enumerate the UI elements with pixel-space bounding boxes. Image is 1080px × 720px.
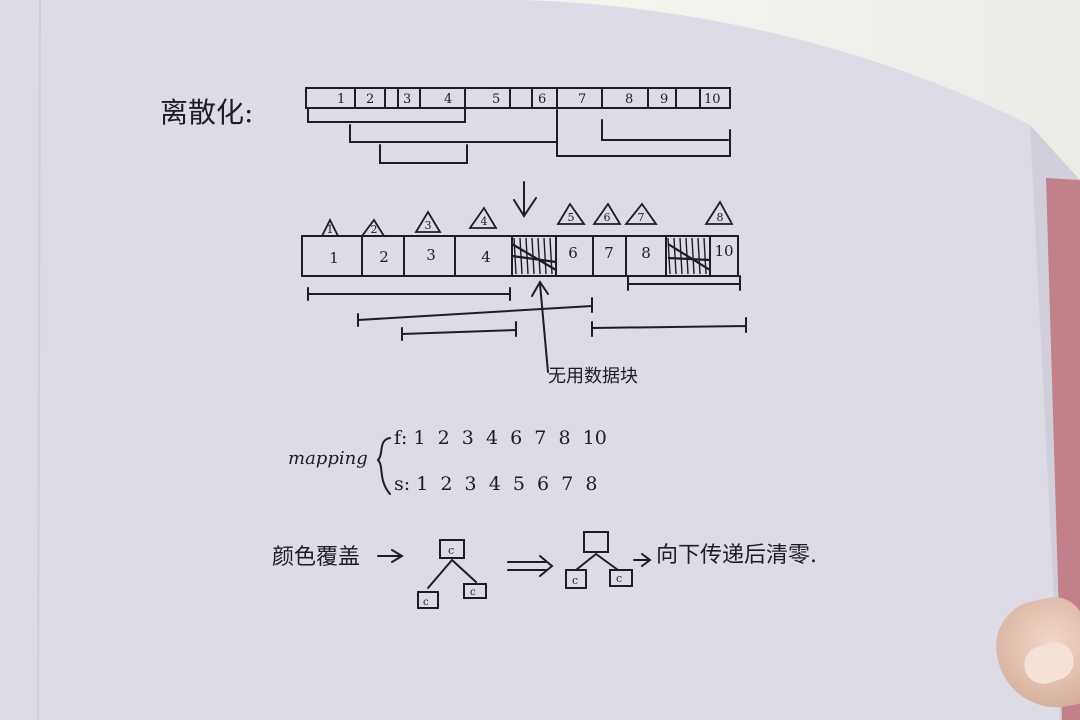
- top-cell: 9: [660, 92, 668, 107]
- top-cell: 2: [366, 92, 374, 107]
- top-cell: 8: [625, 92, 633, 107]
- triangle-label: 2: [371, 223, 378, 236]
- mid-cell: 3: [426, 246, 436, 264]
- mid-cell: 7: [604, 244, 614, 262]
- mid-cell: 8: [641, 244, 651, 262]
- top-cell: 1: [337, 92, 345, 107]
- triangle-label: 3: [425, 219, 432, 232]
- unused-block-label: 无用数据块: [548, 366, 638, 387]
- triangle-label: 8: [717, 211, 724, 224]
- triangle-label: 5: [568, 211, 575, 224]
- tree-node-letter: c: [470, 587, 476, 598]
- triangle-label: 6: [604, 211, 611, 224]
- mid-cell: 2: [379, 248, 389, 266]
- mid-cell: 1: [329, 249, 339, 267]
- top-cell: 7: [578, 92, 586, 107]
- mid-cell: 4: [481, 248, 491, 266]
- tree-node-letter: c: [616, 572, 622, 585]
- top-cell: 6: [538, 92, 546, 107]
- mapping-f-row: f: 1 2 3 4 6 7 8 10: [394, 427, 607, 449]
- mid-cell: 6: [568, 244, 578, 262]
- triangle-label: 4: [481, 215, 488, 228]
- tree-node-letter: c: [572, 574, 578, 587]
- mapping-s-row: s: 1 2 3 4 5 6 7 8: [394, 473, 597, 495]
- mapping-label: mapping: [288, 448, 368, 469]
- top-cell: 5: [492, 92, 500, 107]
- color-cover-label: 颜色覆盖: [272, 545, 360, 570]
- triangle-label: 7: [638, 211, 645, 224]
- page-title: 离散化:: [160, 96, 253, 129]
- tree-node-letter: c: [423, 597, 429, 608]
- triangle-label: 1: [327, 223, 334, 236]
- unused-block-hatching: [511, 237, 711, 275]
- push-down-label: 向下传递后清零.: [656, 543, 817, 568]
- tree-node-letter: c: [448, 544, 454, 557]
- top-cell: 3: [403, 92, 411, 107]
- mid-cell: 10: [714, 242, 733, 260]
- top-cell: 4: [444, 92, 452, 107]
- top-cell: 10: [704, 92, 721, 107]
